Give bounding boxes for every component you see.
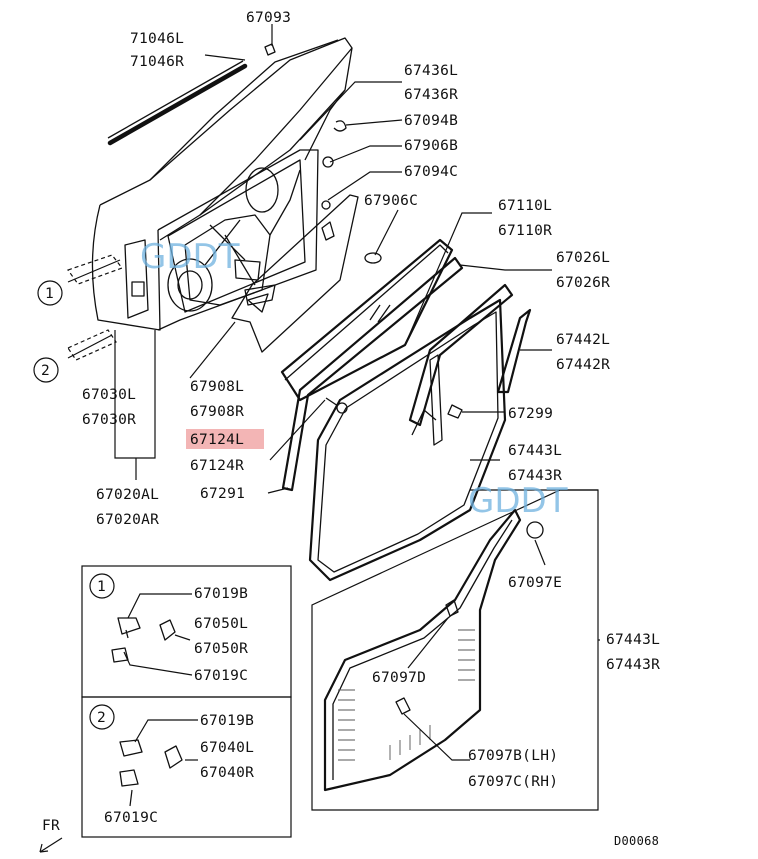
label-67299: 67299	[508, 406, 553, 422]
box1-part-67050r: 67050R	[194, 641, 248, 657]
label-67097c-rh: 67097C(RH)	[468, 774, 558, 790]
highlight-67124l	[186, 429, 264, 449]
label-67110r: 67110R	[498, 223, 552, 239]
label-67442l: 67442L	[556, 332, 610, 348]
label-67020al: 67020AL	[96, 487, 159, 503]
callout-1: 1	[37, 280, 63, 306]
label-67030l: 67030L	[82, 387, 136, 403]
label-67436l: 67436L	[404, 63, 458, 79]
svg-text:2: 2	[41, 363, 50, 379]
svg-text:FR: FR	[42, 818, 60, 834]
label-67030r: 67030R	[82, 412, 136, 428]
label-67906b: 67906B	[404, 138, 458, 154]
label-67026r: 67026R	[556, 275, 610, 291]
callout-2: 2	[33, 357, 59, 383]
label-67291: 67291	[200, 486, 245, 502]
bolts	[325, 397, 544, 539]
lower-weatherstrip	[323, 508, 522, 792]
label-67443r-upper: 67443R	[508, 468, 562, 484]
water-shield	[231, 194, 359, 353]
door-glass	[280, 238, 454, 402]
svg-text:2: 2	[97, 710, 106, 726]
watermark-2: GDDT	[468, 481, 568, 521]
label-67097e: 67097E	[508, 575, 562, 591]
watermark-1: GDDT	[140, 237, 240, 277]
box1-part-67019c: 67019C	[194, 668, 248, 684]
opening-weatherstrip	[308, 298, 507, 582]
svg-text:1: 1	[97, 579, 106, 595]
box2-part-67040l: 67040L	[200, 740, 254, 756]
callout-frames	[67, 254, 123, 361]
label-67436r: 67436R	[404, 87, 458, 103]
belt-molding	[107, 63, 248, 146]
label-67443l-lower: 67443L	[606, 632, 660, 648]
label-71046l: 71046L	[130, 31, 184, 47]
label-67443l-upper: 67443L	[508, 443, 562, 459]
label-67110l: 67110L	[498, 198, 552, 214]
svg-text:1: 1	[45, 286, 54, 302]
label-67124r: 67124R	[190, 458, 244, 474]
box2-part-67019c: 67019C	[104, 810, 158, 826]
box2-part-67019b: 67019B	[200, 713, 254, 729]
detail-box-1: 1 67019B 67050L 67050R 67019C	[81, 565, 292, 698]
box2-part-67040r: 67040R	[200, 765, 254, 781]
box1-part-67050l: 67050L	[194, 616, 248, 632]
label-67906c: 67906C	[364, 193, 418, 209]
clips	[247, 43, 382, 313]
label-67908r: 67908R	[190, 404, 244, 420]
label-67124l: 67124L	[190, 432, 244, 448]
door-shell	[91, 37, 353, 331]
label-67094c: 67094C	[404, 164, 458, 180]
label-67097b-lh: 67097B(LH)	[468, 748, 558, 764]
label-71046r: 71046R	[130, 54, 184, 70]
label-67908l: 67908L	[190, 379, 244, 395]
front-direction-arrow: FR	[39, 818, 63, 853]
label-67094b: 67094B	[404, 113, 458, 129]
glass-run	[281, 256, 532, 492]
leader-lines	[67, 24, 600, 811]
label-67026l: 67026L	[556, 250, 610, 266]
detail-box-2: 2 67019B 67040L 67040R 67019C	[81, 696, 292, 838]
label-67442r: 67442R	[556, 357, 610, 373]
label-67020ar: 67020AR	[96, 512, 159, 528]
diagram-code: D00068	[614, 834, 659, 848]
label-67443r-lower: 67443R	[606, 657, 660, 673]
box1-part-67019b: 67019B	[194, 586, 248, 602]
label-67093: 67093	[246, 10, 291, 26]
label-67097d: 67097D	[372, 670, 426, 686]
